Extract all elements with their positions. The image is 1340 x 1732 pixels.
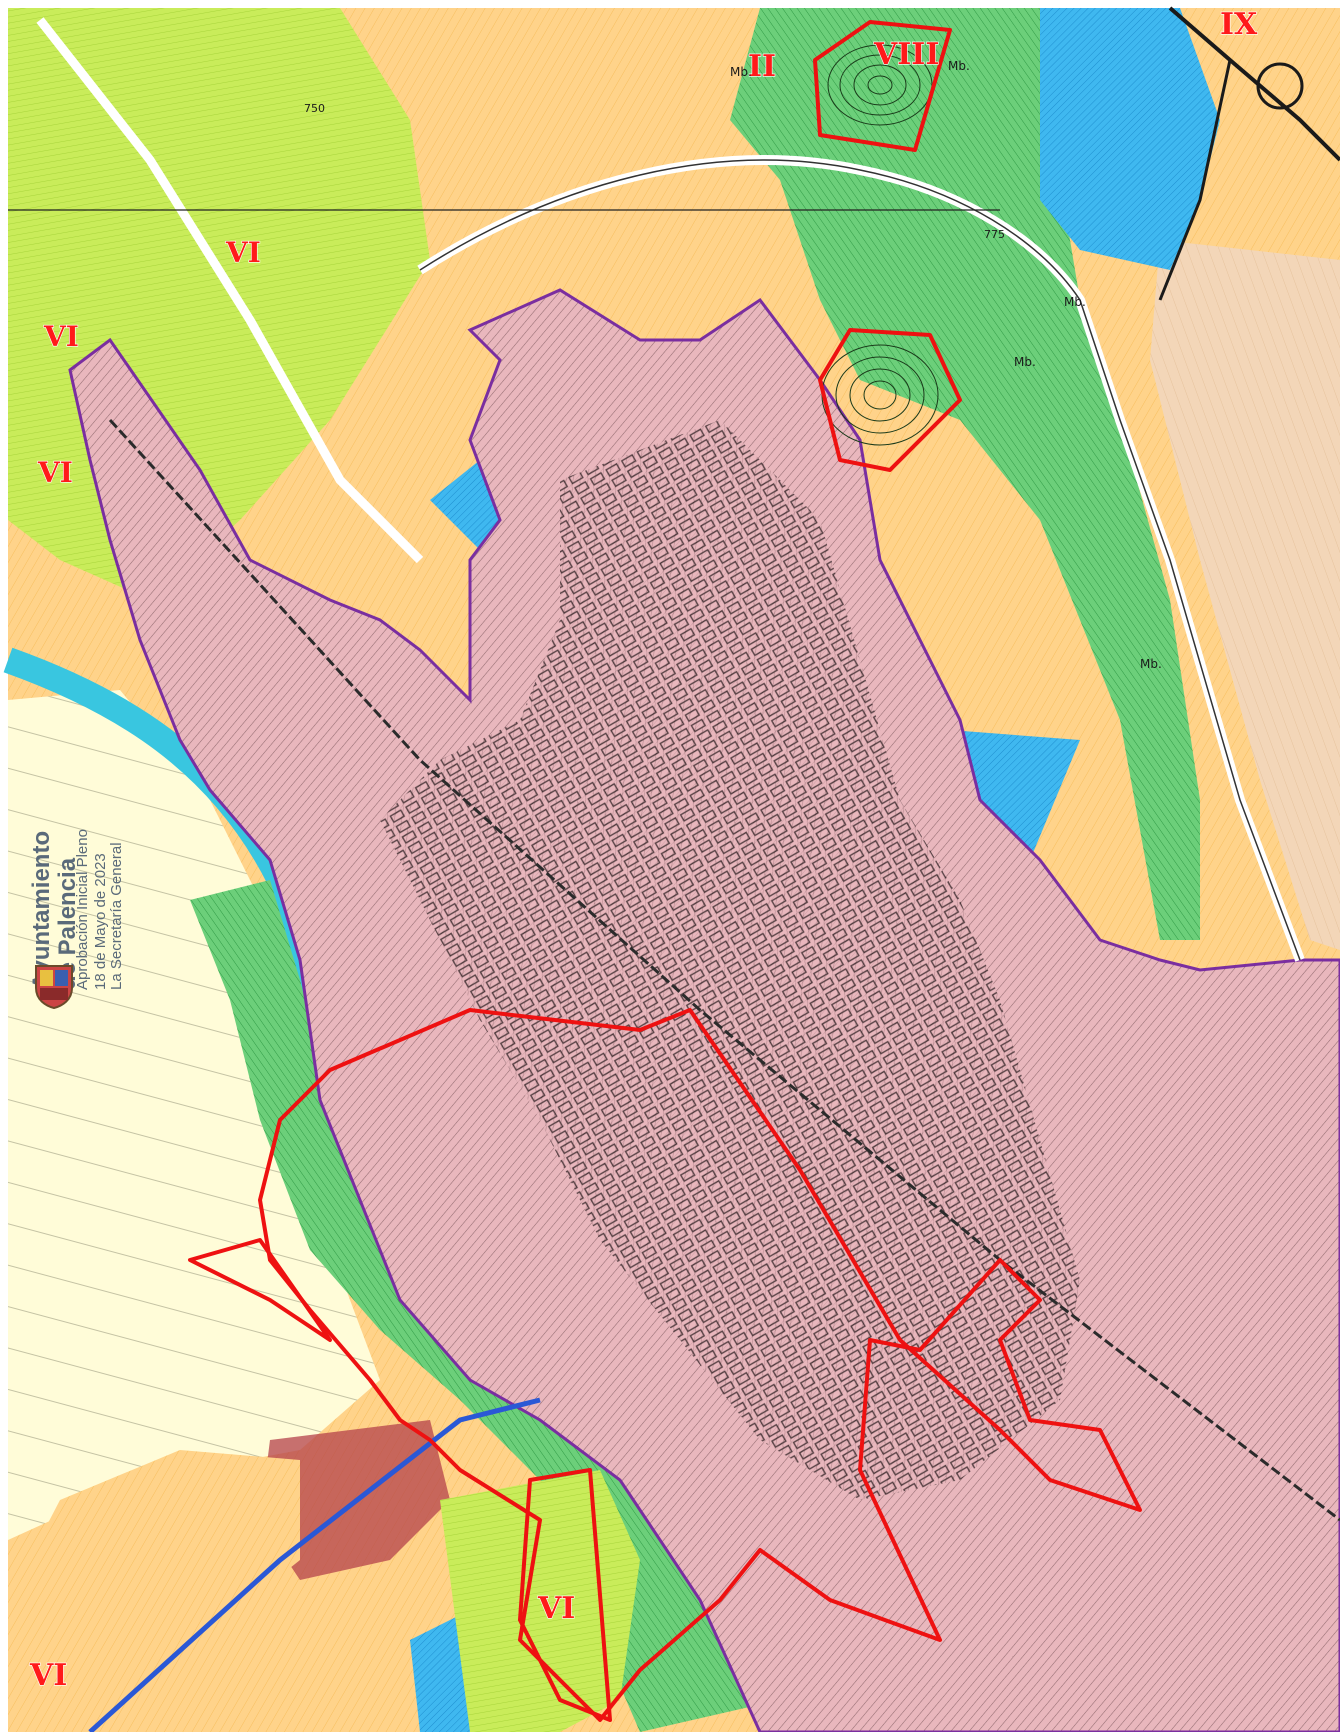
sector-south-vi-outline	[518, 1468, 612, 1722]
sector-west-outline	[188, 1238, 332, 1342]
zone-label-ix-northeast: IX	[1220, 7, 1258, 42]
contour-label-750: 750	[304, 102, 325, 115]
zone-label-vi-west-lower: VI	[37, 456, 73, 489]
railway	[108, 418, 1340, 1522]
zone-label-vi-west-upper: VI	[43, 320, 79, 353]
zone-label-vi-northwest: VI	[225, 236, 261, 269]
motorway-ne-2	[1158, 59, 1232, 301]
urban-dense-blocks	[380, 420, 1080, 1500]
ring-road-edge	[419, 159, 1301, 961]
canal	[88, 1397, 541, 1732]
mb-label-4: Mb.	[1014, 355, 1036, 369]
mb-label-1: Mb.	[730, 65, 752, 79]
coat-of-arms-icon	[35, 965, 73, 1010]
stamp-line-4: 18 de Mayo de 2023	[92, 853, 109, 990]
mb-labels: Mb. Mb. Mb. Mb. Mb. 750 775	[304, 59, 1162, 671]
zone-label-vi-south: VI	[537, 1591, 575, 1626]
sector-viii-outline	[813, 20, 952, 152]
zone-industrial-ne	[1040, 8, 1220, 270]
contour-label-775: 775	[984, 228, 1005, 241]
sector-centre-outline	[258, 1008, 1142, 1722]
motorway-roundabout	[1256, 62, 1304, 110]
stamp-line-5: La Secretaría General	[108, 842, 125, 990]
zone-labels: VI VI VI II VIII IX VI VI	[28, 6, 1258, 1693]
mb-label-2: Mb.	[948, 59, 970, 73]
zone-urbanizable-sw	[8, 1450, 300, 1732]
zone-pale-rustic-west	[8, 690, 380, 1540]
west-road	[36, 17, 424, 564]
sector-outlines	[188, 20, 1142, 1722]
zone-green-hill	[730, 8, 1200, 940]
zone-label-viii-north: VIII	[873, 37, 939, 72]
sector-hill-outline	[818, 328, 962, 472]
zone-label-vi-southwest: VI	[29, 1658, 67, 1693]
mb-label-3: Mb.	[1064, 295, 1086, 309]
motorway-ne	[1168, 6, 1340, 162]
zone-rustic-south	[440, 1470, 640, 1732]
zone-label-ii-north: II	[748, 49, 776, 84]
mb-label-5: Mb.	[1140, 657, 1162, 671]
stamp-line-3: Aprobación Inicial Pleno	[74, 829, 91, 990]
zone-tan-east	[1150, 240, 1340, 950]
